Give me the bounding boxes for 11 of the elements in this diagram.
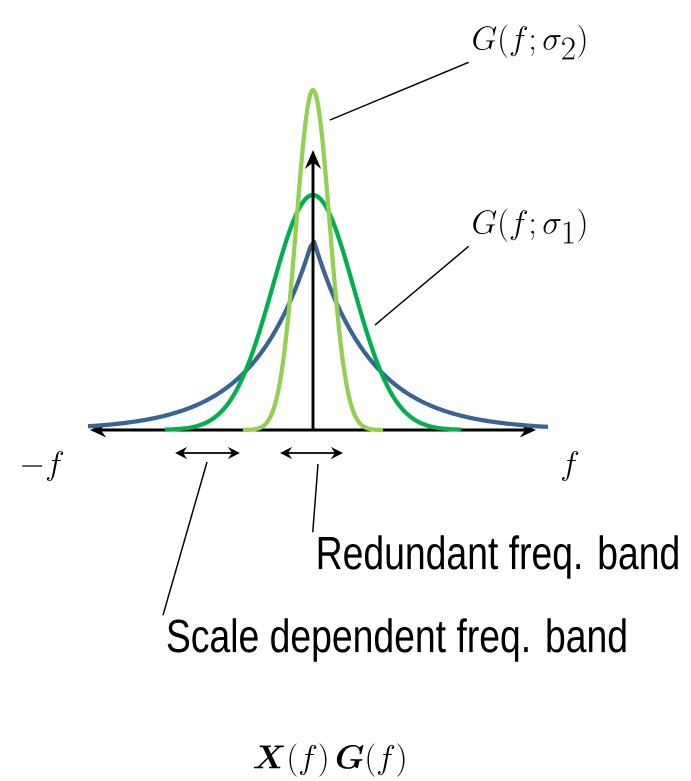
axis-label: $\boldsymbol{X}(f)\,\boldsymbol{G}(f)$ bbox=[254, 743, 404, 777]
leader-line bbox=[312, 464, 319, 532]
text-label: Scale dependent freq. band bbox=[168, 618, 626, 662]
axis-label: $-f$ bbox=[22, 450, 64, 482]
leader-line bbox=[162, 462, 208, 616]
text-label: Redundant freq. band bbox=[318, 535, 678, 579]
formula-label: $G(f;\sigma_1)$ bbox=[473, 208, 586, 244]
axis-label: $f$ bbox=[562, 450, 578, 482]
leader-line bbox=[374, 246, 470, 326]
leader-line bbox=[330, 62, 469, 121]
formula-label: $G(f;\sigma_2)$ bbox=[473, 24, 586, 60]
